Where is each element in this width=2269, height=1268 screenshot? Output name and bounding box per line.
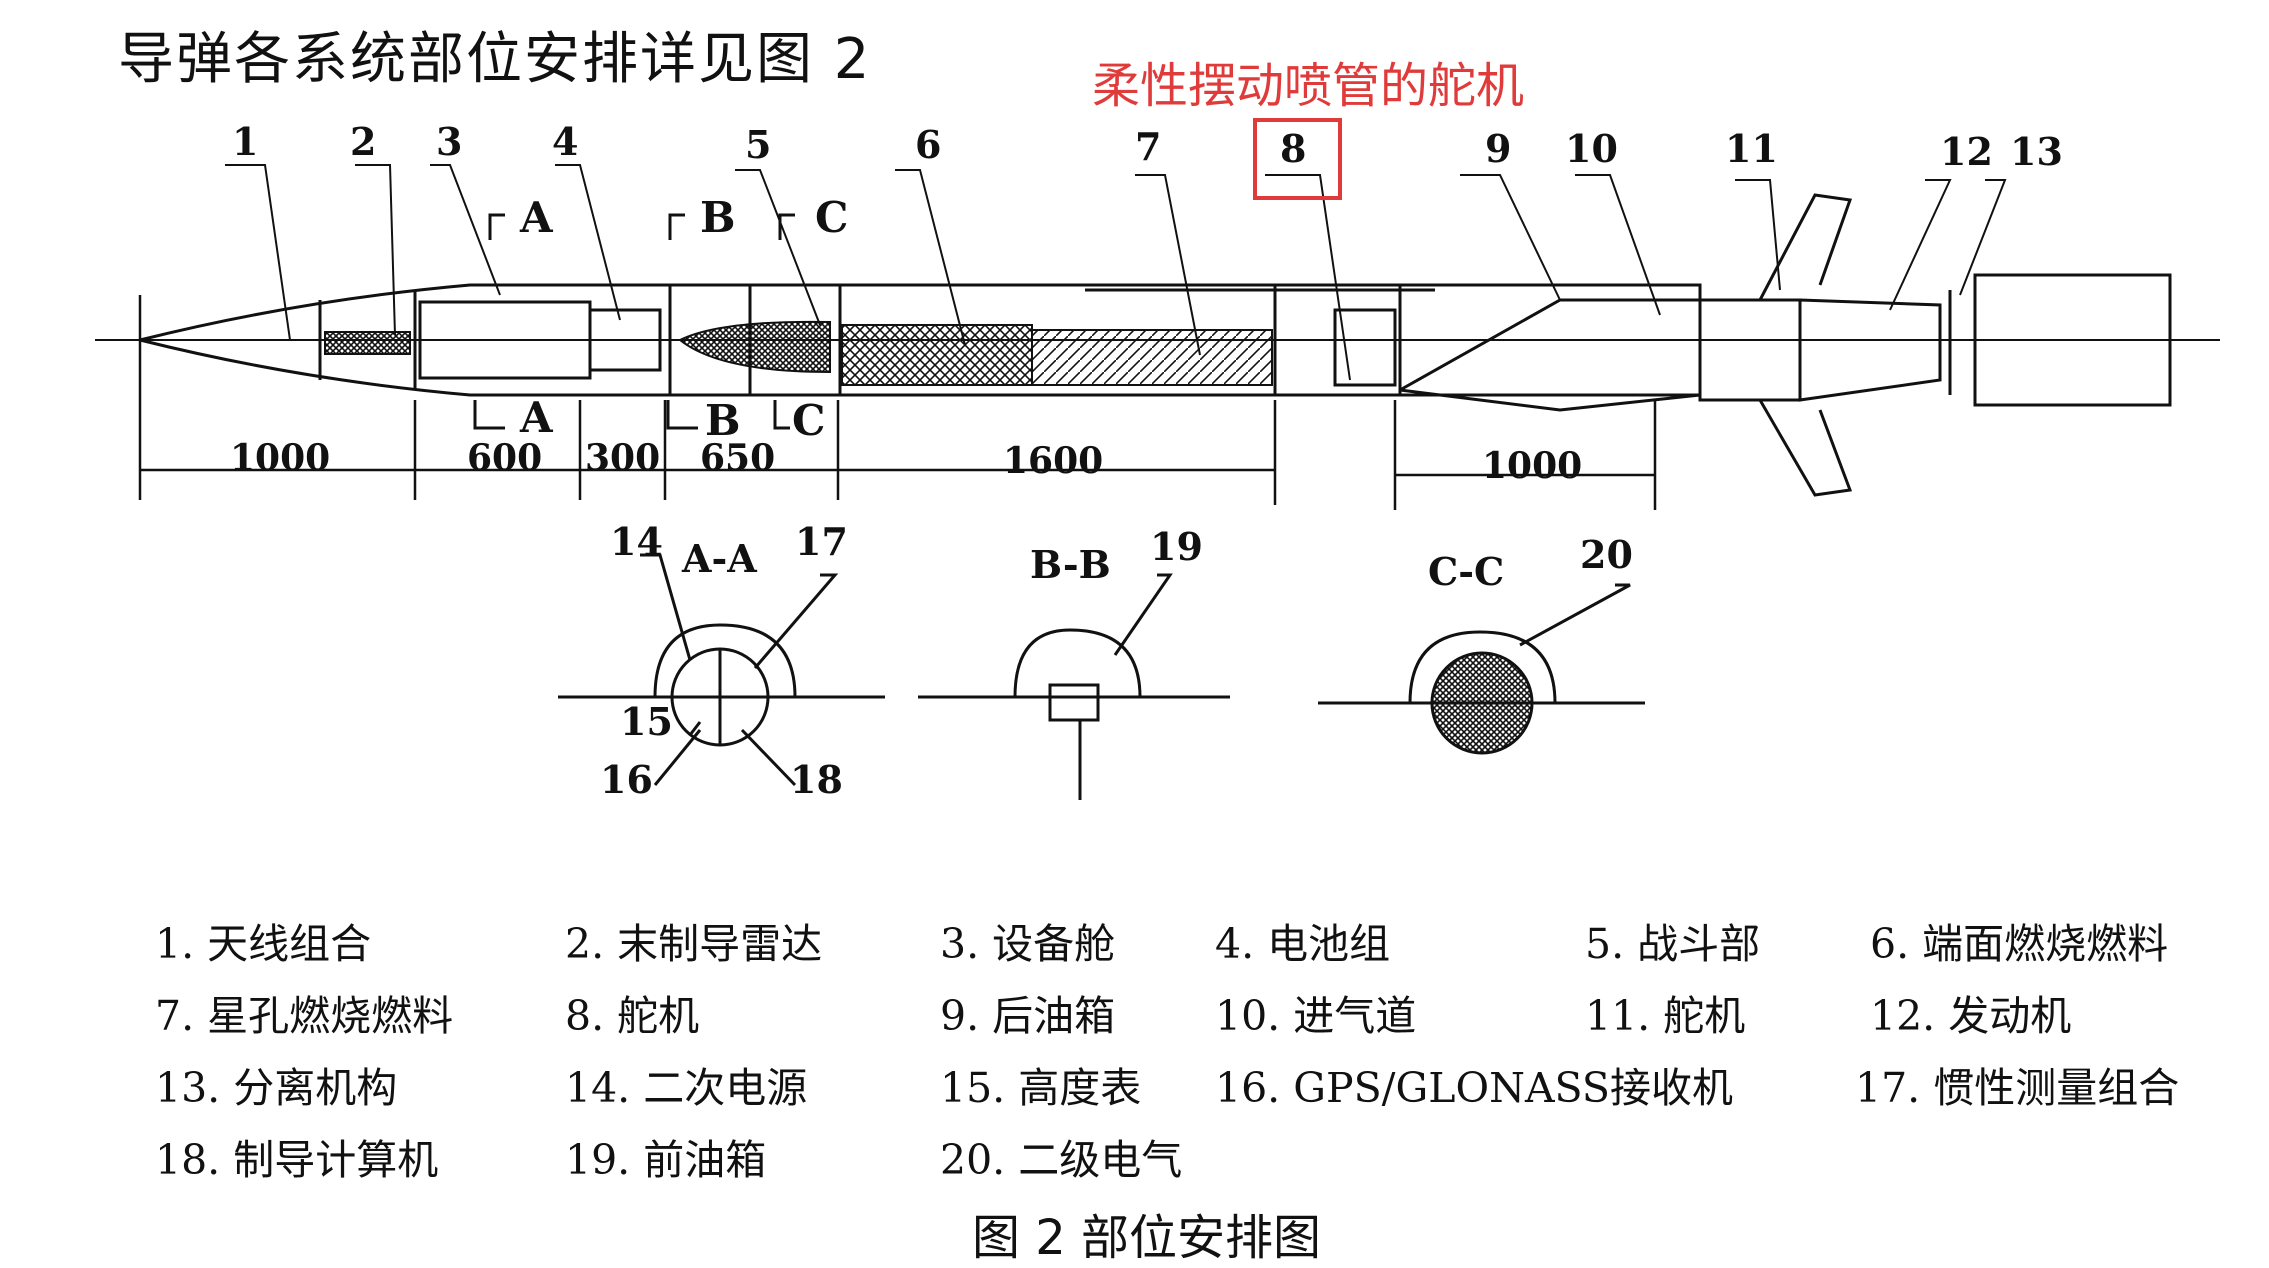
end-burning-fuel [841,324,1033,386]
part-number-1: 1 [232,119,258,164]
section-number-14: 14 [610,519,663,564]
part-number-4: 4 [552,119,578,164]
part-number-7: 7 [1135,124,1161,169]
part-number-9: 9 [1485,126,1511,171]
dimension-1600: 1600 [1003,440,1103,482]
section-number-15: 15 [620,699,673,744]
part-number-11: 11 [1725,126,1778,171]
part-number-10: 10 [1565,126,1618,171]
section-number-18: 18 [790,757,843,802]
figure-caption: 图 2 部位安排图 [972,1210,1322,1266]
section-mark-c-bottom: C [792,396,825,445]
section-a-a [558,553,885,787]
dimension-600: 600 [467,437,542,479]
section-title-a-a: A-A [681,536,757,581]
star-burning-fuel [1031,329,1273,386]
leader-lines [225,164,2007,381]
dimension-300: 300 [585,437,660,479]
terminal-radar [324,331,411,355]
dimension-1000-rear: 1000 [1482,445,1582,487]
part-number-2: 2 [350,119,376,164]
section-number-20: 20 [1580,532,1633,577]
section-mark-c-top: C [815,193,848,242]
section-mark-b-bottom: B [705,396,741,445]
dimension-lines [138,295,1657,510]
section-number-19: 19 [1150,524,1203,569]
section-c-c [1318,583,1645,755]
part-number-5: 5 [745,122,771,167]
missile-body [139,283,1702,397]
part-number-13: 13 [2010,129,2063,174]
part-number-8: 8 [1280,126,1306,171]
page-title: 导弹各系统部位安排详见图 2 [118,27,872,92]
part-number-12: 12 [1940,129,1993,174]
section-mark-a-top: A [519,193,554,242]
section-b-b [918,573,1230,800]
highlight-note: 柔性摆动喷管的舵机 [1092,58,1525,114]
section-title-b-b: B-B [1030,542,1111,587]
part-number-3: 3 [436,119,462,164]
section-number-17: 17 [795,519,848,564]
section-mark-a-bottom: A [519,393,554,442]
section-title-c-c: C-C [1428,549,1504,594]
part-number-6: 6 [915,122,941,167]
warhead-core [678,320,831,374]
section-mark-b-top: B [700,193,736,242]
aft-section [1399,193,2172,497]
dimension-1000-front: 1000 [230,437,330,479]
dimension-650: 650 [700,437,775,479]
section-number-16: 16 [600,757,653,802]
highlight-box [1253,118,1342,200]
